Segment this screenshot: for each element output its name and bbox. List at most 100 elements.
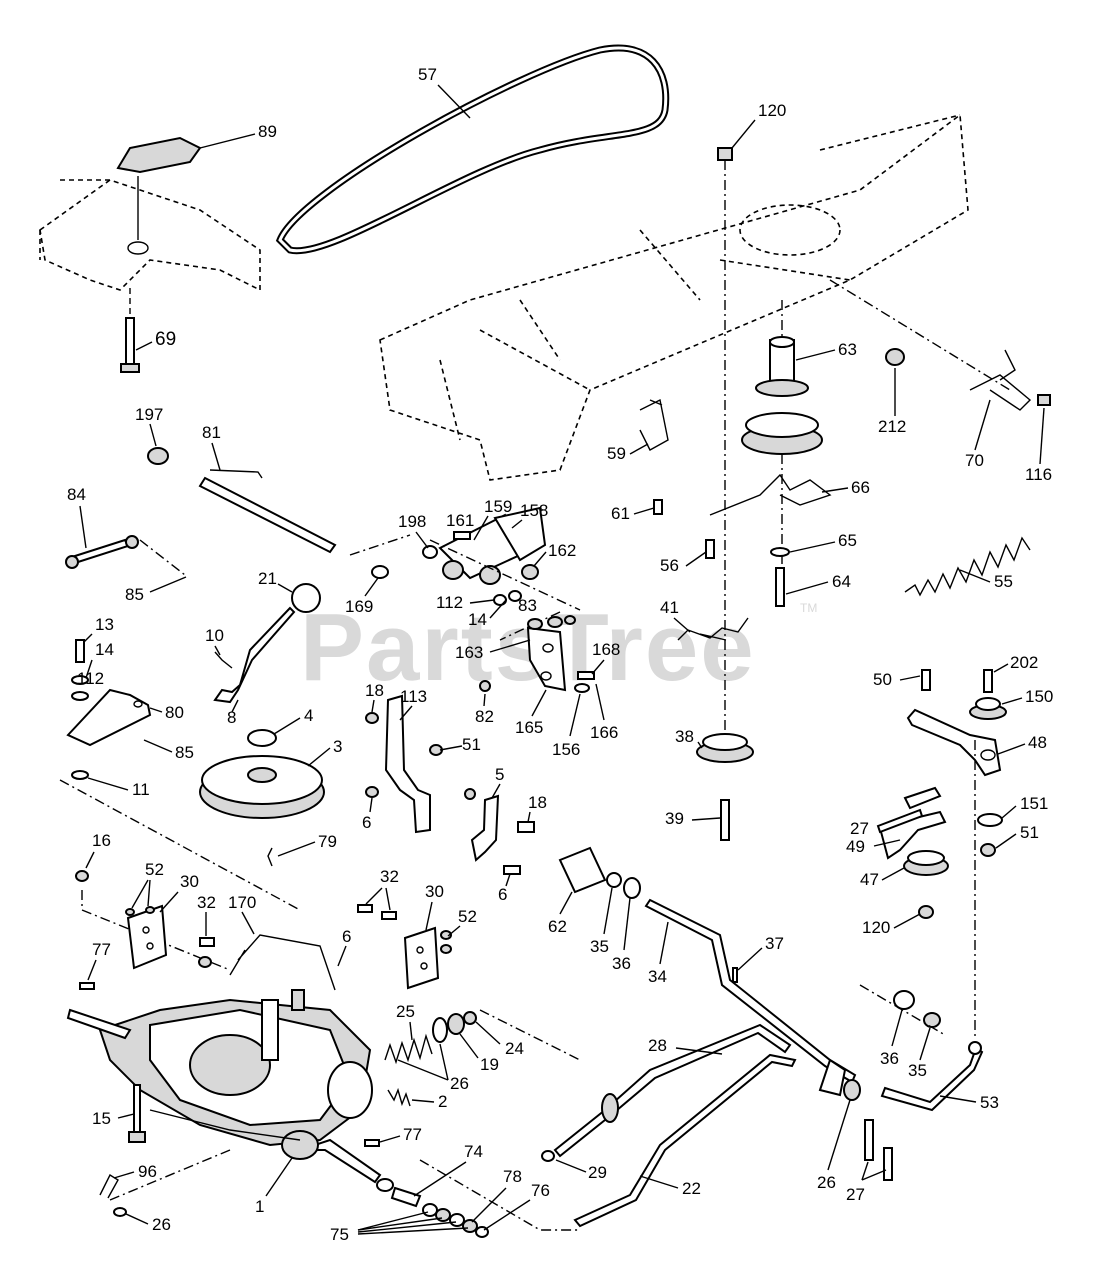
callout-84: 84 — [67, 485, 86, 504]
cap-29 — [541, 1150, 555, 1162]
callout-11: 11 — [132, 780, 150, 799]
callout-50: 50 — [873, 670, 892, 689]
callout-52-left: 52 — [145, 860, 164, 879]
rod-70 — [969, 349, 1032, 411]
idler-pulley-63 — [741, 300, 823, 600]
callout-161: 161 — [446, 511, 474, 530]
callout-39: 39 — [665, 809, 684, 828]
bracket-30-left — [125, 904, 215, 970]
callout-202: 202 — [1010, 653, 1038, 672]
callout-labels: 57 120 89 69 63 212 70 116 197 81 59 61 … — [67, 65, 1053, 1244]
callout-32-left: 32 — [197, 893, 216, 912]
callout-35-mid: 35 — [590, 937, 609, 956]
callout-63: 63 — [838, 340, 857, 359]
callout-36-right: 36 — [880, 1049, 899, 1068]
callout-80: 80 — [165, 703, 184, 722]
callout-6-lower: 6 — [342, 927, 351, 946]
spring-41 — [677, 617, 749, 641]
callout-53: 53 — [980, 1093, 999, 1112]
bracket-26-right — [818, 1058, 893, 1181]
key-77-left — [79, 982, 95, 990]
callout-25: 25 — [396, 1002, 415, 1021]
callout-21: 21 — [258, 569, 277, 588]
callout-35-right: 35 — [908, 1061, 927, 1080]
callout-64: 64 — [832, 572, 851, 591]
callout-158: 158 — [520, 501, 548, 520]
nut-16 — [75, 870, 89, 882]
callout-197: 197 — [135, 405, 163, 424]
callout-5: 5 — [495, 765, 504, 784]
callout-30-left: 30 — [180, 872, 199, 891]
spacer-62 — [558, 846, 641, 899]
cotter-pin-96 — [99, 1173, 119, 1199]
callout-85-top: 85 — [125, 585, 144, 604]
callout-89: 89 — [258, 122, 277, 141]
callout-120-top: 120 — [758, 101, 786, 120]
callout-77-left: 77 — [92, 940, 111, 959]
callout-2: 2 — [438, 1092, 447, 1111]
washer-36-right — [893, 990, 915, 1010]
cross-shaft-34 — [644, 898, 857, 1084]
callout-36-mid: 36 — [612, 954, 631, 973]
callout-6-mid: 6 — [498, 885, 507, 904]
callout-24: 24 — [505, 1039, 524, 1058]
grip-28 — [601, 1093, 619, 1123]
callout-26-mid: 26 — [450, 1074, 469, 1093]
rod-84 — [65, 535, 139, 569]
key-77-right — [364, 1139, 380, 1147]
callout-6-top: 6 — [362, 813, 371, 832]
spring-25 — [384, 1033, 433, 1065]
callout-77-right: 77 — [403, 1125, 422, 1144]
callout-3: 3 — [333, 737, 342, 756]
callout-163: 163 — [455, 643, 483, 662]
callout-120-right: 120 — [862, 918, 890, 937]
transmission-pulley-3 — [199, 755, 325, 867]
callout-27-top: 27 — [850, 819, 869, 838]
callout-113: 113 — [400, 687, 427, 706]
seat-pad — [116, 136, 202, 240]
callout-48: 48 — [1028, 733, 1047, 752]
callout-85-left: 85 — [175, 743, 194, 762]
washer-26a — [432, 1017, 448, 1043]
callout-32-right: 32 — [380, 867, 399, 886]
callout-79: 79 — [318, 832, 337, 851]
transaxle-1 — [66, 989, 382, 1184]
bolt-64 — [775, 567, 785, 607]
callout-15: 15 — [92, 1109, 111, 1128]
nut-120-top — [717, 147, 733, 760]
bolt-15 — [128, 1084, 146, 1143]
callout-26-left: 26 — [152, 1215, 171, 1234]
callout-51-mid: 51 — [462, 735, 481, 754]
spring-2 — [387, 1087, 411, 1107]
callout-55: 55 — [994, 572, 1013, 591]
shift-rod-81 — [147, 447, 337, 554]
watermark-text: PartsTree — [300, 594, 756, 701]
screw-61 — [653, 499, 663, 515]
bracket-48 — [878, 669, 1007, 919]
callout-83: 83 — [518, 596, 537, 615]
callout-198: 198 — [398, 512, 426, 531]
callout-41: 41 — [660, 598, 679, 617]
callout-38: 38 — [675, 727, 694, 746]
callout-1: 1 — [255, 1197, 264, 1216]
callout-165: 165 — [515, 718, 543, 737]
bracket-165 — [479, 615, 595, 693]
callout-159: 159 — [484, 497, 512, 516]
callout-29: 29 — [588, 1163, 607, 1182]
callout-49: 49 — [846, 837, 865, 856]
callout-57: 57 — [418, 65, 437, 84]
bracket-80 — [66, 639, 152, 780]
callout-59: 59 — [607, 444, 626, 463]
callout-37: 37 — [765, 934, 784, 953]
callout-169: 169 — [345, 597, 373, 616]
callout-26-right: 26 — [817, 1173, 836, 1192]
callout-65: 65 — [838, 531, 857, 550]
callout-10: 10 — [205, 626, 224, 645]
clip-59 — [639, 398, 669, 451]
callout-76: 76 — [531, 1181, 550, 1200]
callout-28: 28 — [648, 1036, 667, 1055]
callout-96: 96 — [138, 1162, 157, 1181]
callout-75: 75 — [330, 1225, 349, 1244]
spring-55 — [904, 536, 1031, 597]
